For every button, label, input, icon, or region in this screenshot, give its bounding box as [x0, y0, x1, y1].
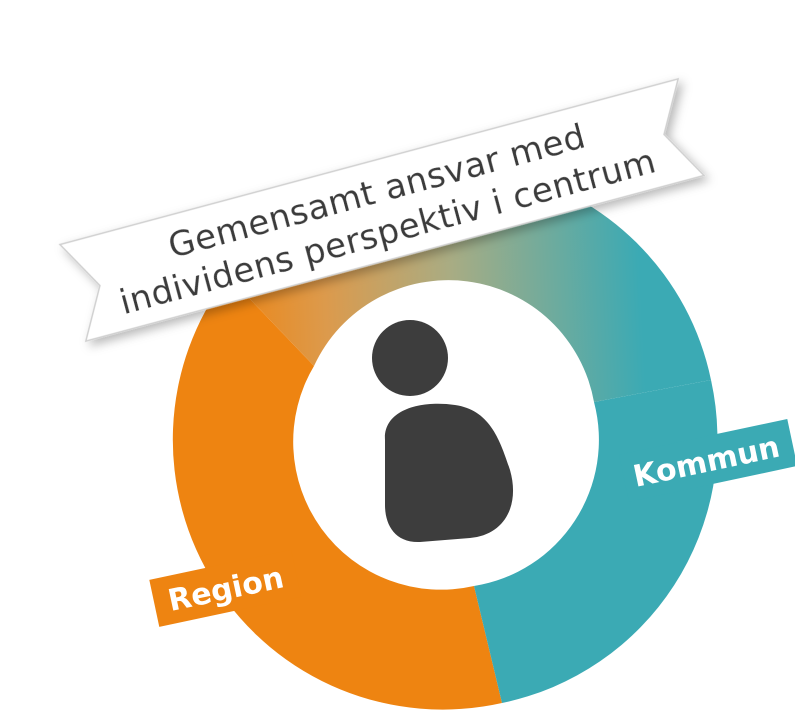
banner-ribbon [58, 77, 706, 343]
person-icon [372, 320, 514, 543]
kommun-tag-bg [619, 418, 795, 502]
person-head [372, 320, 448, 396]
region-tag-bg [149, 549, 302, 627]
person-body [384, 403, 514, 543]
